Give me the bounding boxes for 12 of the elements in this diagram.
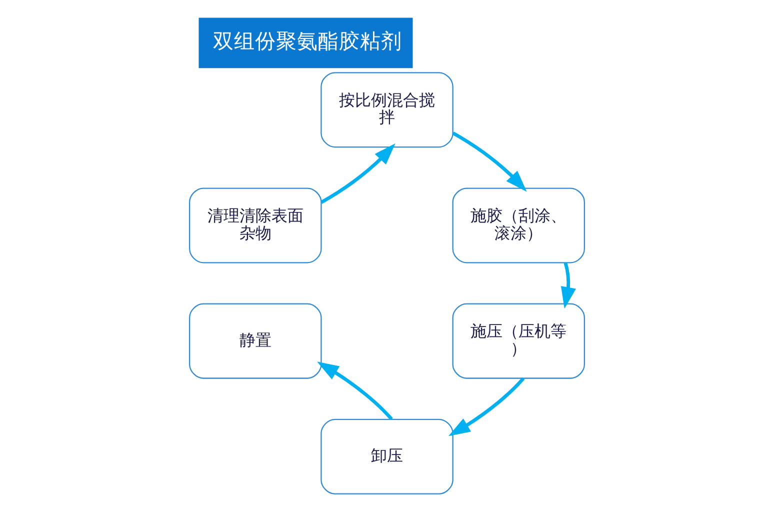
arrow bbox=[448, 377, 524, 436]
node-box: 卸压 bbox=[320, 418, 453, 494]
arrow bbox=[320, 143, 395, 204]
node-box: 清理清除表面杂物 bbox=[188, 188, 322, 264]
node-box: 施胶（刮涂、滚涂） bbox=[452, 188, 584, 264]
node-box: 静置 bbox=[188, 303, 322, 379]
diagram-title: 双组份聚氨酯胶粘剂 bbox=[212, 28, 402, 53]
arrow bbox=[452, 132, 526, 192]
node-box: 施压（压机等） bbox=[452, 303, 584, 379]
arrow bbox=[560, 262, 576, 309]
arrow bbox=[316, 362, 392, 420]
node-box: 按比例混合搅拌 bbox=[320, 72, 453, 148]
